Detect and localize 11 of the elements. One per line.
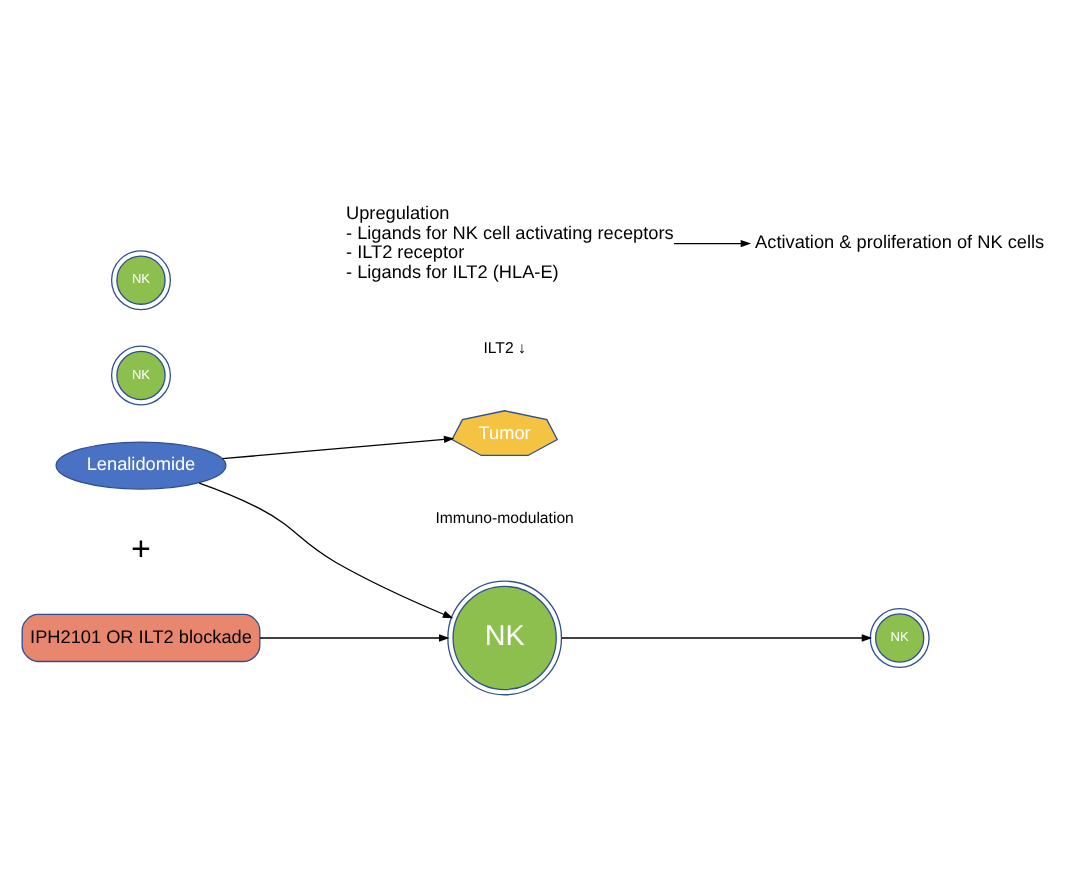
arrow	[198, 481, 454, 618]
arrow	[221, 434, 455, 459]
arrow	[673, 238, 752, 247]
node-text: Upregulation - Ligands for NK cell activating receptors - ILT2 receptor - Ligands for ILT2 (HLA-E)	[346, 202, 674, 281]
node-circle: NK	[447, 579, 563, 695]
node-ellipse: Lenalidomide	[55, 440, 227, 489]
label: +	[131, 529, 151, 568]
node-text: Activation & proliferation of NK cells	[755, 231, 1045, 252]
arrow	[561, 633, 873, 641]
node-box: IPH2101 OR ILT2 blockade	[21, 612, 261, 662]
arrow	[259, 633, 450, 641]
